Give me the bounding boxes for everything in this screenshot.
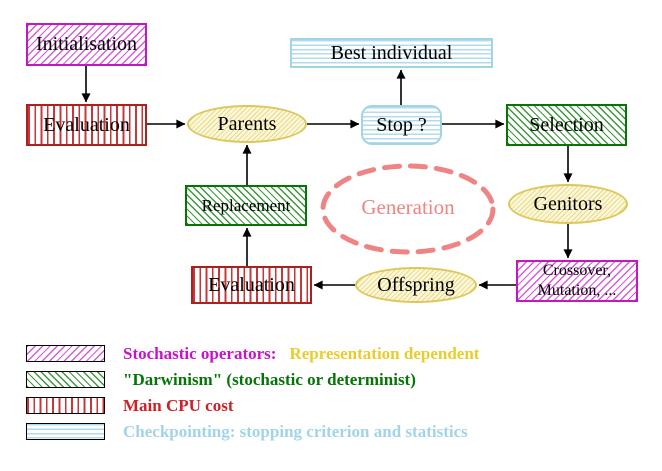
legend-row-main-cpu-cost: Main CPU cost — [26, 395, 234, 415]
node-crossover-mutation: Crossover, Mutation, ... — [516, 260, 638, 302]
legend-row-darwinism: "Darwinism" (stochastic or determinist) — [26, 369, 416, 389]
node-stop: Stop ? — [361, 105, 442, 145]
crossover-line2: Mutation, ... — [537, 282, 617, 299]
legend-label-stochastic-operators: Stochastic operators: — [123, 343, 277, 363]
legend-label-checkpointing: Checkpointing: stopping criterion and st… — [123, 421, 468, 441]
node-offspring: Offspring — [355, 267, 477, 303]
legend-label-main-cpu-cost: Main CPU cost — [123, 395, 234, 415]
crossover-line1: Crossover, — [542, 262, 612, 280]
legend-swatch-green-hatch — [26, 371, 105, 388]
node-evaluation-top: Evaluation — [26, 104, 147, 146]
legend-label-darwinism: "Darwinism" (stochastic or determinist) — [123, 369, 416, 389]
legend-row-stochastic-operators: Stochastic operators: Representation dep… — [26, 343, 480, 363]
generation-label: Generation — [361, 195, 455, 219]
node-best-individual: Best individual — [290, 38, 493, 68]
legend-label-representation-dependent: Representation dependent — [289, 343, 480, 363]
node-parents: Parents — [187, 105, 307, 143]
node-selection: Selection — [506, 104, 627, 146]
legend-swatch-magenta-hatch — [26, 345, 105, 362]
legend-row-checkpointing: Checkpointing: stopping criterion and st… — [26, 421, 468, 441]
node-evaluation-bottom: Evaluation — [191, 266, 312, 304]
legend-swatch-red-stripes — [26, 397, 105, 414]
node-replacement: Replacement — [185, 185, 307, 226]
node-genitors: Genitors — [508, 184, 628, 224]
node-initialisation: Initialisation — [26, 23, 147, 66]
generation-dashed-ellipse — [320, 163, 496, 255]
legend-swatch-cyan-stripes — [26, 423, 105, 440]
